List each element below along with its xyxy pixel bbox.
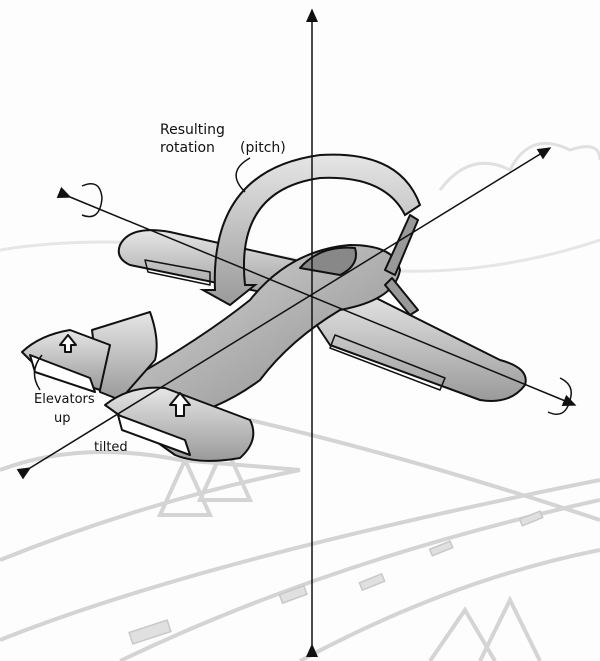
- label-up: up: [54, 411, 71, 426]
- label-rotation: rotation: [160, 140, 215, 156]
- road-markings: [128, 510, 544, 645]
- longitudinal-roll-axis: [16, 147, 552, 480]
- label-elevators: Elevators: [34, 392, 95, 407]
- label-leader: [33, 354, 43, 391]
- rotation-indicator-icon: [81, 183, 103, 218]
- label-tilted: tilted: [94, 440, 128, 455]
- label-resulting: Resulting: [160, 122, 225, 138]
- axes: [16, 8, 577, 657]
- label-pitch: (pitch): [240, 140, 286, 156]
- propeller: [384, 214, 419, 316]
- rotation-indicator-icon: [547, 377, 572, 415]
- label-leader: [235, 157, 251, 193]
